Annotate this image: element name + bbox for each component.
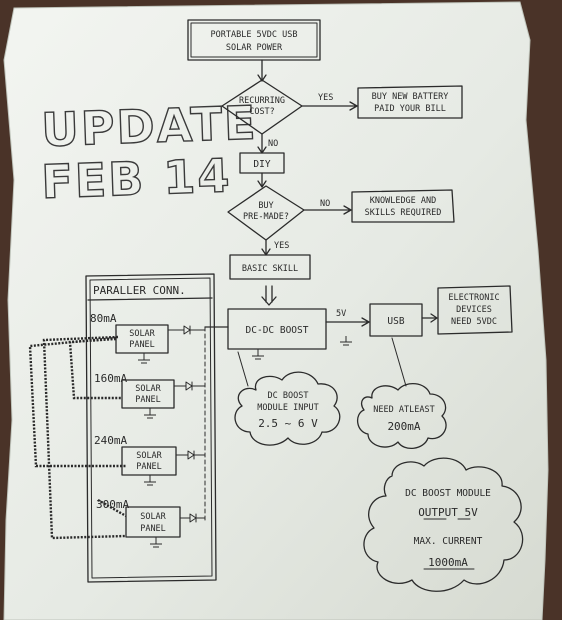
devices-line-1: ELECTRONIC (448, 293, 499, 303)
cloud-output-line-2: OUTPUT 5V (418, 506, 478, 519)
arrow-title-to-decision (257, 59, 267, 82)
solar-panel-3: 240mA SOLAR PANEL (94, 434, 206, 486)
devices-line-3: NEED 5VDC (451, 317, 497, 327)
label-5v: 5V (336, 309, 346, 319)
buy-line-2: PAID YOUR BILL (374, 104, 446, 114)
panel-3-line-2: PANEL (136, 462, 162, 472)
knowledge-line-2: SKILLS REQUIRED (365, 208, 442, 218)
solar-panel-2: 160mA SOLAR PANEL (94, 372, 206, 419)
cloud-output-line-1: DC BOOST MODULE (405, 488, 491, 499)
arrow-basic-to-boost (261, 285, 277, 306)
update-date-label: FEB 14 (40, 148, 232, 209)
panel-2-current: 160mA (94, 372, 127, 385)
knowledge-line-1: KNOWLEDGE AND (370, 196, 437, 206)
cloud-need-current: NEED ATLEAST 200mA (357, 383, 447, 449)
dc-dc-boost-box: DC-DC BOOST (227, 308, 327, 360)
cloud-input-line-3: 2.5 ~ 6 V (258, 417, 318, 430)
decision-premade-line-2: PRE-MADE? (243, 212, 289, 222)
pointer-input-to-boost (237, 351, 249, 387)
cloud-need-line-2: 200mA (387, 420, 420, 433)
title-box: PORTABLE 5VDC USB SOLAR POWER (187, 19, 321, 61)
panel-3-line-1: SOLAR (136, 451, 162, 461)
panel-3-current: 240mA (94, 434, 127, 447)
panel-2-line-2: PANEL (135, 395, 161, 405)
parallel-label: PARALLER CONN. (93, 284, 186, 297)
braided-wires (28, 335, 127, 540)
panel-1-current: 80mA (90, 312, 117, 325)
panel-1-line-1: SOLAR (129, 329, 155, 339)
cloud-boost-output: DC BOOST MODULE OUTPUT 5V MAX. CURRENT 1… (363, 457, 524, 592)
devices-line-2: DEVICES (456, 305, 492, 315)
arrow-yes-to-buy (301, 101, 358, 111)
diy-label: DIY (253, 159, 270, 170)
usb-label: USB (387, 316, 404, 327)
wire-boost-to-usb (325, 317, 370, 327)
panel-1-line-2: PANEL (129, 340, 155, 350)
buy-new-battery-box: BUY NEW BATTERY PAID YOUR BILL (357, 85, 463, 119)
arrow-no-to-knowledge (303, 205, 352, 215)
pointer-need-to-usb (391, 337, 407, 387)
label-no-recurring: NO (268, 139, 278, 149)
buy-line-1: BUY NEW BATTERY (372, 92, 449, 102)
panel-4-line-1: SOLAR (140, 512, 166, 522)
decision-recurring-line-2: COST? (249, 107, 275, 117)
label-yes-premade: YES (274, 241, 289, 251)
arrow-diy-to-decision (257, 172, 267, 188)
knowledge-skills-box: KNOWLEDGE AND SKILLS REQUIRED (351, 189, 455, 223)
cloud-output-line-4: 1000mA (428, 556, 468, 569)
cloud-input-line-1: DC BOOST (268, 391, 309, 401)
cloud-input-line-2: MODULE INPUT (257, 403, 318, 413)
decision-premade-line-1: BUY (258, 201, 273, 211)
parallel-connection-frame: PARALLER CONN. (85, 273, 217, 583)
solar-panel-4: 300mA SOLAR PANEL (96, 498, 206, 548)
panel-4-current: 300mA (96, 498, 129, 511)
decision-recurring-line-1: RECURRING (239, 96, 285, 106)
boost-label: DC-DC BOOST (246, 325, 309, 336)
panel-2-line-1: SOLAR (135, 384, 161, 394)
cloud-need-line-1: NEED ATLEAST (373, 405, 434, 415)
basic-skill-box: BASIC SKILL (229, 254, 311, 280)
cloud-output-line-3: MAX. CURRENT (414, 536, 483, 547)
usb-box: USB (369, 303, 423, 337)
arrow-usb-to-devices (421, 313, 438, 323)
label-no-premade: NO (320, 199, 330, 209)
label-yes-recurring: YES (318, 93, 333, 103)
electronic-devices-note: ELECTRONIC DEVICES NEED 5VDC (437, 285, 513, 335)
ground-boost-usb (340, 336, 352, 346)
paper-sheet (3, 1, 549, 620)
basic-skill-label: BASIC SKILL (242, 264, 298, 274)
title-line-1: PORTABLE 5VDC USB (211, 30, 298, 40)
title-line-2: SOLAR POWER (226, 43, 283, 53)
panel-4-line-2: PANEL (140, 524, 166, 534)
cloud-boost-input: DC BOOST MODULE INPUT 2.5 ~ 6 V (234, 371, 341, 446)
